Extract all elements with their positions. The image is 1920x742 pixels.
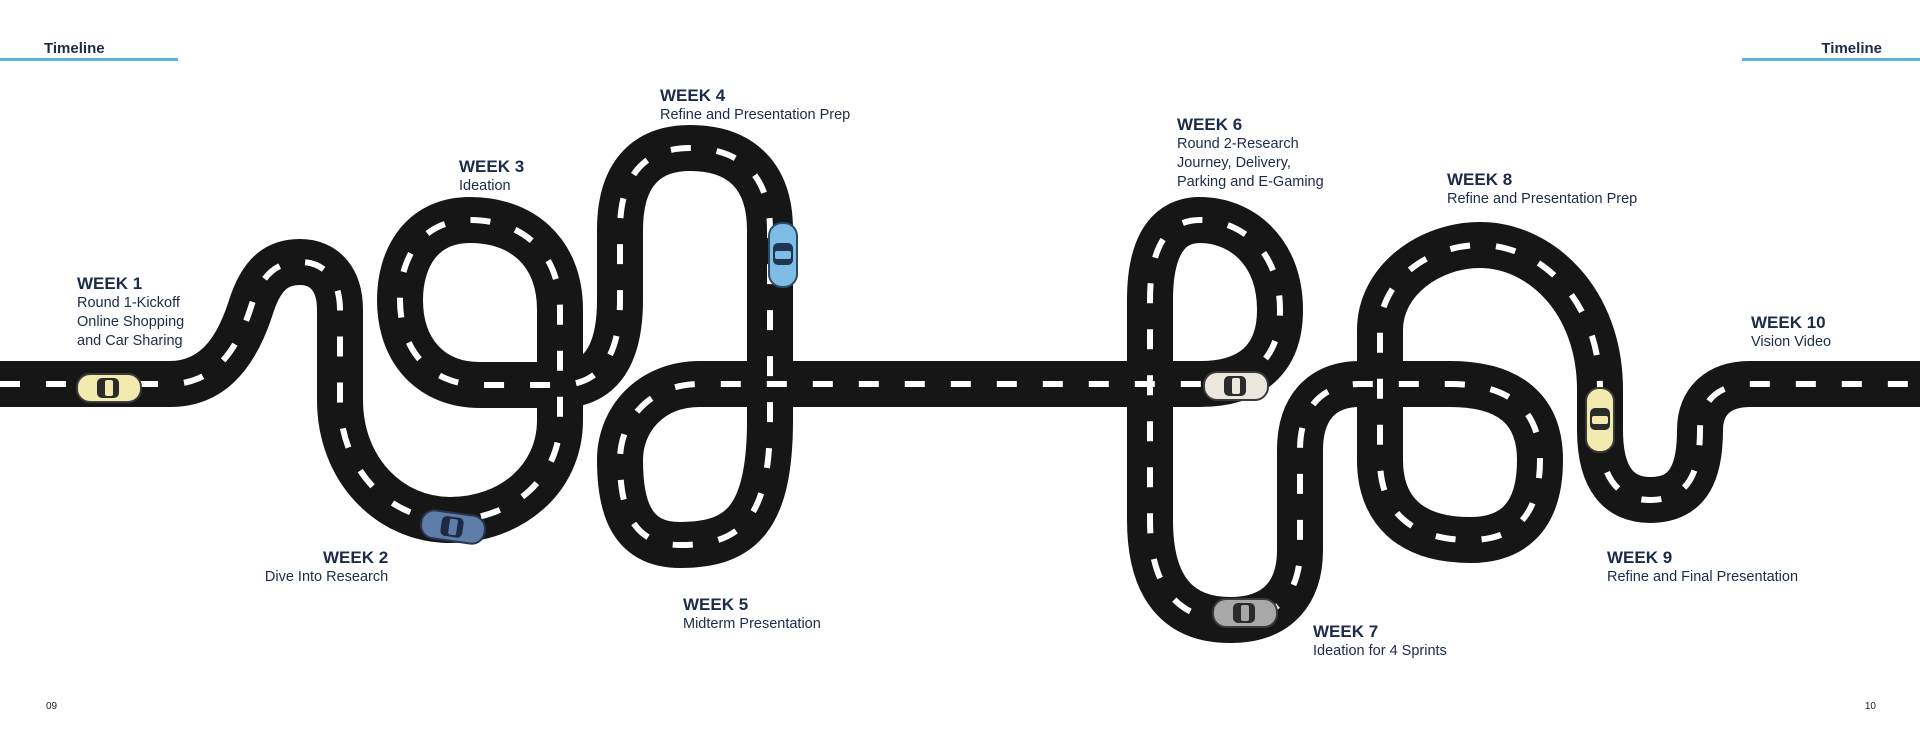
milestone-description: Round 2-Research Journey, Delivery, Park…	[1177, 136, 1324, 190]
milestone-week-9: WEEK 9 Refine and Final Presentation	[1607, 547, 1798, 587]
milestone-description: Ideation	[459, 178, 511, 194]
milestone-week-2: WEEK 2 Dive Into Research	[261, 547, 388, 587]
milestone-week-label: WEEK 6	[1177, 115, 1243, 134]
milestone-description: Ideation for 4 Sprints	[1313, 643, 1447, 659]
milestone-description: Round 1-Kickoff Online Shopping and Car …	[77, 295, 185, 349]
milestone-week-5: WEEK 5 Midterm Presentation	[683, 594, 821, 634]
milestone-week-label: WEEK 9	[1607, 548, 1673, 567]
milestone-week-8: WEEK 8 Refine and Presentation Prep	[1447, 169, 1637, 209]
page-number-left: 09	[46, 701, 58, 712]
car-icon	[768, 222, 798, 288]
header-rule-left	[0, 58, 178, 61]
milestone-week-label: WEEK 10	[1751, 313, 1826, 332]
car-icon	[1212, 598, 1278, 628]
milestone-week-label: WEEK 2	[323, 548, 389, 567]
header-title-right: Timeline	[1821, 40, 1882, 57]
milestone-week-4: WEEK 4 Refine and Presentation Prep	[660, 85, 850, 125]
milestone-week-label: WEEK 1	[77, 274, 143, 293]
milestone-week-label: WEEK 5	[683, 595, 749, 614]
milestone-week-6: WEEK 6 Round 2-Research Journey, Deliver…	[1177, 114, 1324, 192]
milestone-week-7: WEEK 7 Ideation for 4 Sprints	[1313, 621, 1447, 661]
header-rule-right	[1742, 58, 1920, 61]
milestone-description: Vision Video	[1751, 334, 1832, 350]
milestone-week-label: WEEK 3	[459, 157, 525, 176]
car-icon	[1203, 371, 1269, 401]
road-center-dashes	[0, 145, 1920, 623]
milestone-description: Refine and Presentation Prep	[1447, 191, 1638, 207]
milestone-week-3: WEEK 3 Ideation	[459, 156, 524, 196]
milestone-week-label: WEEK 4	[660, 86, 726, 105]
car-icon	[76, 373, 142, 403]
page-number-right: 10	[1864, 701, 1876, 712]
header-title-left: Timeline	[44, 40, 105, 57]
milestone-description: Midterm Presentation	[683, 616, 821, 632]
milestone-week-label: WEEK 8	[1447, 170, 1513, 189]
milestone-week-10: WEEK 10 Vision Video	[1751, 312, 1831, 352]
milestone-week-1: WEEK 1 Round 1-Kickoff Online Shopping a…	[77, 273, 184, 351]
car-icon	[420, 509, 486, 545]
milestone-description: Refine and Final Presentation	[1607, 569, 1799, 585]
milestone-week-label: WEEK 7	[1313, 622, 1379, 641]
car-icon	[1585, 387, 1615, 453]
milestone-description: Dive Into Research	[264, 569, 389, 585]
milestone-description: Refine and Presentation Prep	[660, 107, 851, 123]
